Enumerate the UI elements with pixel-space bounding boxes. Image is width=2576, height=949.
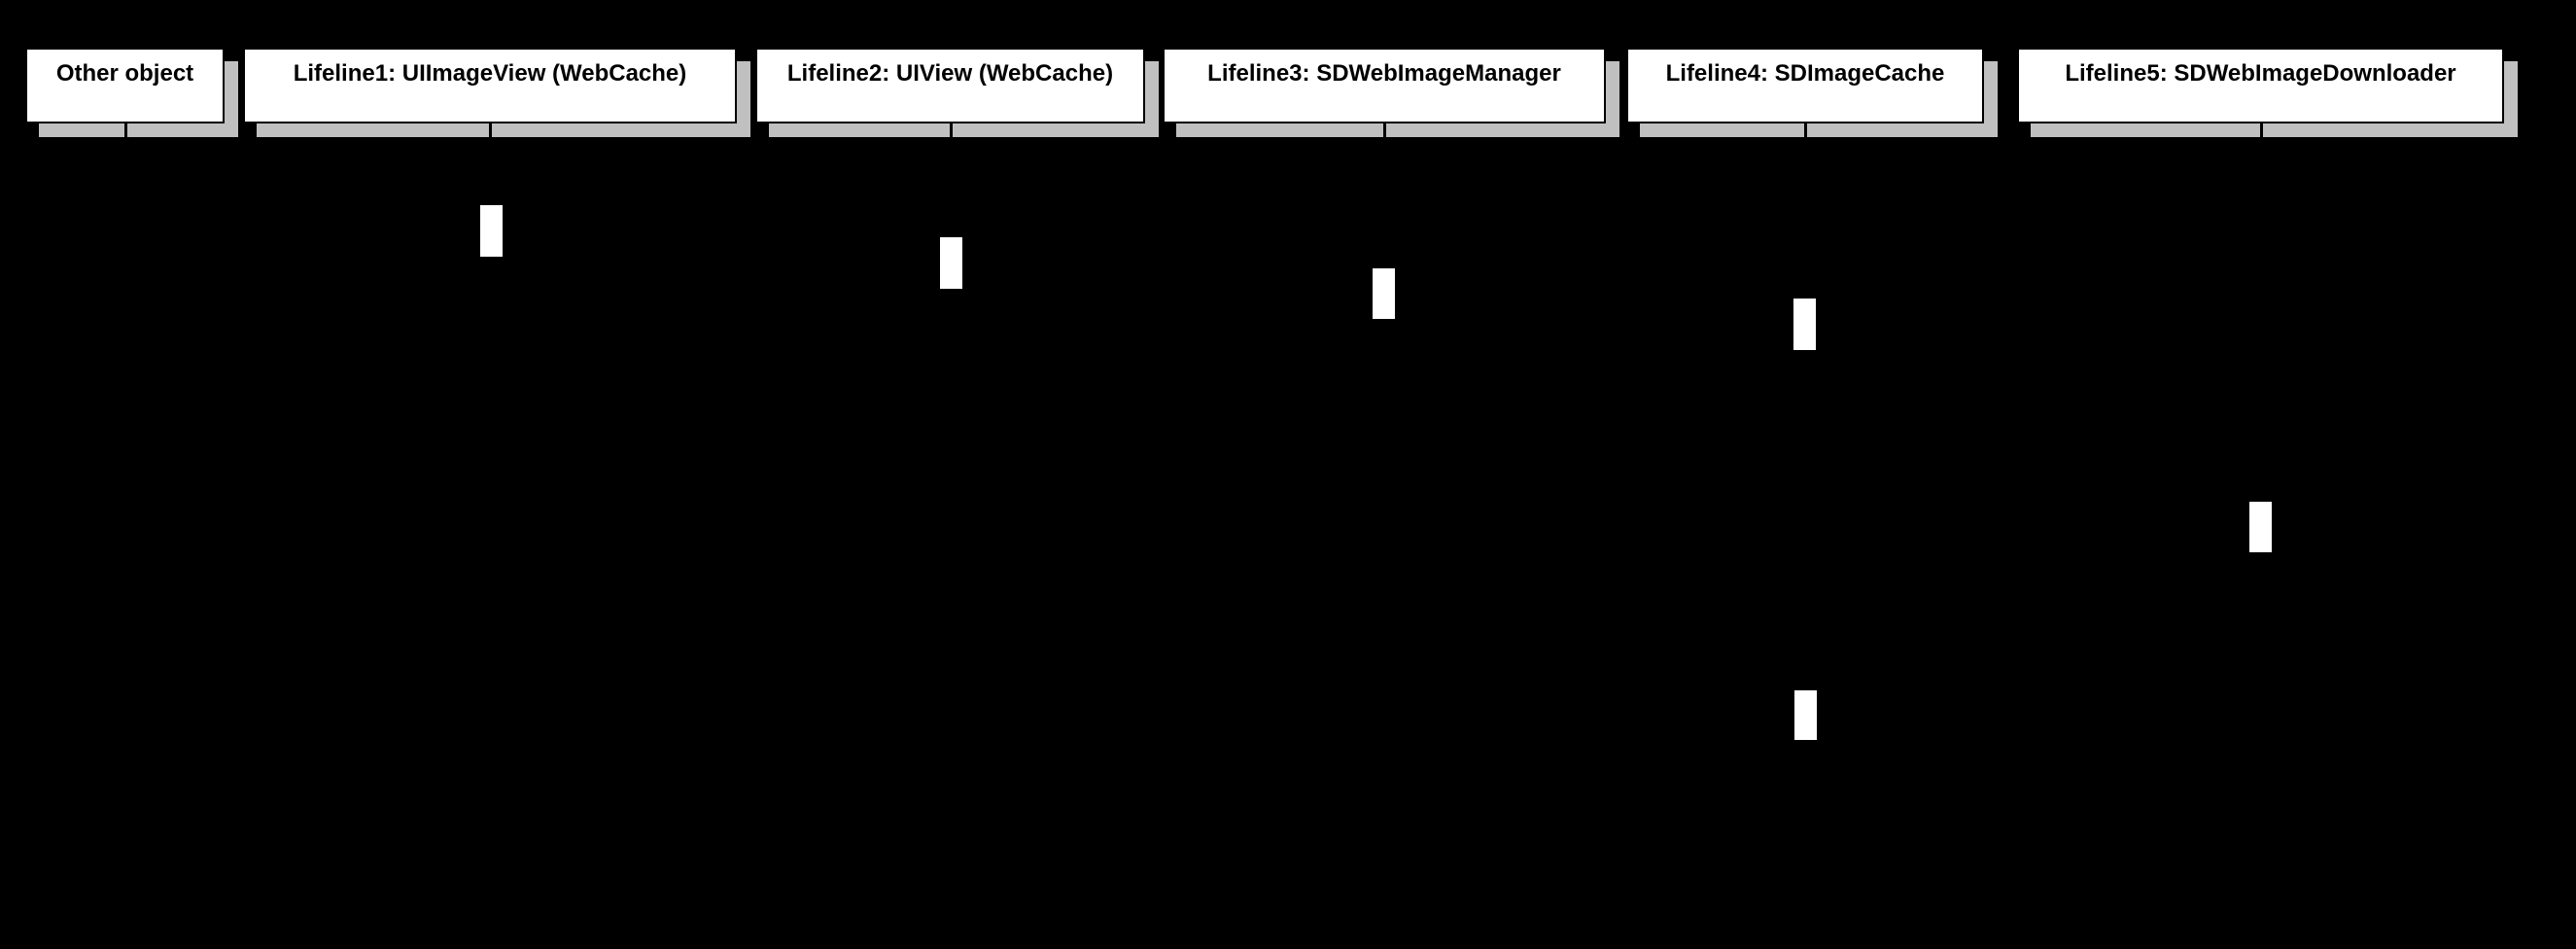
lifeline-header-box: Lifeline5: SDWebImageDownloader [2017, 48, 2504, 123]
lifeline-label: Lifeline4: SDImageCache [1665, 60, 1945, 87]
lifeline-label: Lifeline5: SDWebImageDownloader [2065, 60, 2456, 87]
lifeline-dashed-line [949, 138, 952, 949]
lifeline-dashed-line [489, 138, 491, 949]
lifeline-header-box: Other object [25, 48, 225, 123]
lifeline-dashed-line [1383, 138, 1385, 949]
lifeline-other-object: Other object [25, 48, 238, 949]
activation-bar-lifeline4-second [1793, 689, 1818, 741]
activation-bar-lifeline2 [939, 236, 963, 290]
lifeline-header-box: Lifeline2: UIView (WebCache) [755, 48, 1145, 123]
lifeline-label: Other object [55, 60, 194, 87]
lifeline-header-box: Lifeline1: UIImageView (WebCache) [243, 48, 737, 123]
lifeline-5-sdwebimagedownloader: Lifeline5: SDWebImageDownloader [2017, 48, 2518, 949]
activation-bar-lifeline3 [1372, 267, 1396, 320]
lifeline-label: Lifeline3: SDWebImageManager [1207, 60, 1561, 87]
lifeline-2-uiview: Lifeline2: UIView (WebCache) [755, 48, 1159, 949]
lifeline-stem-tick [489, 123, 492, 138]
lifeline-stem-tick [949, 123, 953, 138]
lifeline-dashed-line [1804, 138, 1806, 949]
lifeline-1-uiimageview: Lifeline1: UIImageView (WebCache) [243, 48, 750, 949]
lifeline-stem-tick [123, 123, 127, 138]
activation-bar-lifeline4-first [1793, 298, 1817, 351]
lifeline-3-sdwebimagemanager: Lifeline3: SDWebImageManager [1163, 48, 1619, 949]
lifeline-header-box: Lifeline4: SDImageCache [1626, 48, 1984, 123]
lifeline-4-sdimagecache: Lifeline4: SDImageCache [1626, 48, 1998, 949]
activation-bar-lifeline5 [2248, 501, 2273, 553]
lifeline-dashed-line [123, 138, 126, 949]
lifeline-stem-tick [1804, 123, 1807, 138]
lifeline-label: Lifeline1: UIImageView (WebCache) [293, 60, 687, 87]
lifeline-stem-tick [2259, 123, 2263, 138]
activation-bar-lifeline1 [479, 204, 504, 258]
lifeline-header-box: Lifeline3: SDWebImageManager [1163, 48, 1606, 123]
lifeline-stem-tick [1383, 123, 1386, 138]
lifeline-label: Lifeline2: UIView (WebCache) [786, 60, 1114, 87]
